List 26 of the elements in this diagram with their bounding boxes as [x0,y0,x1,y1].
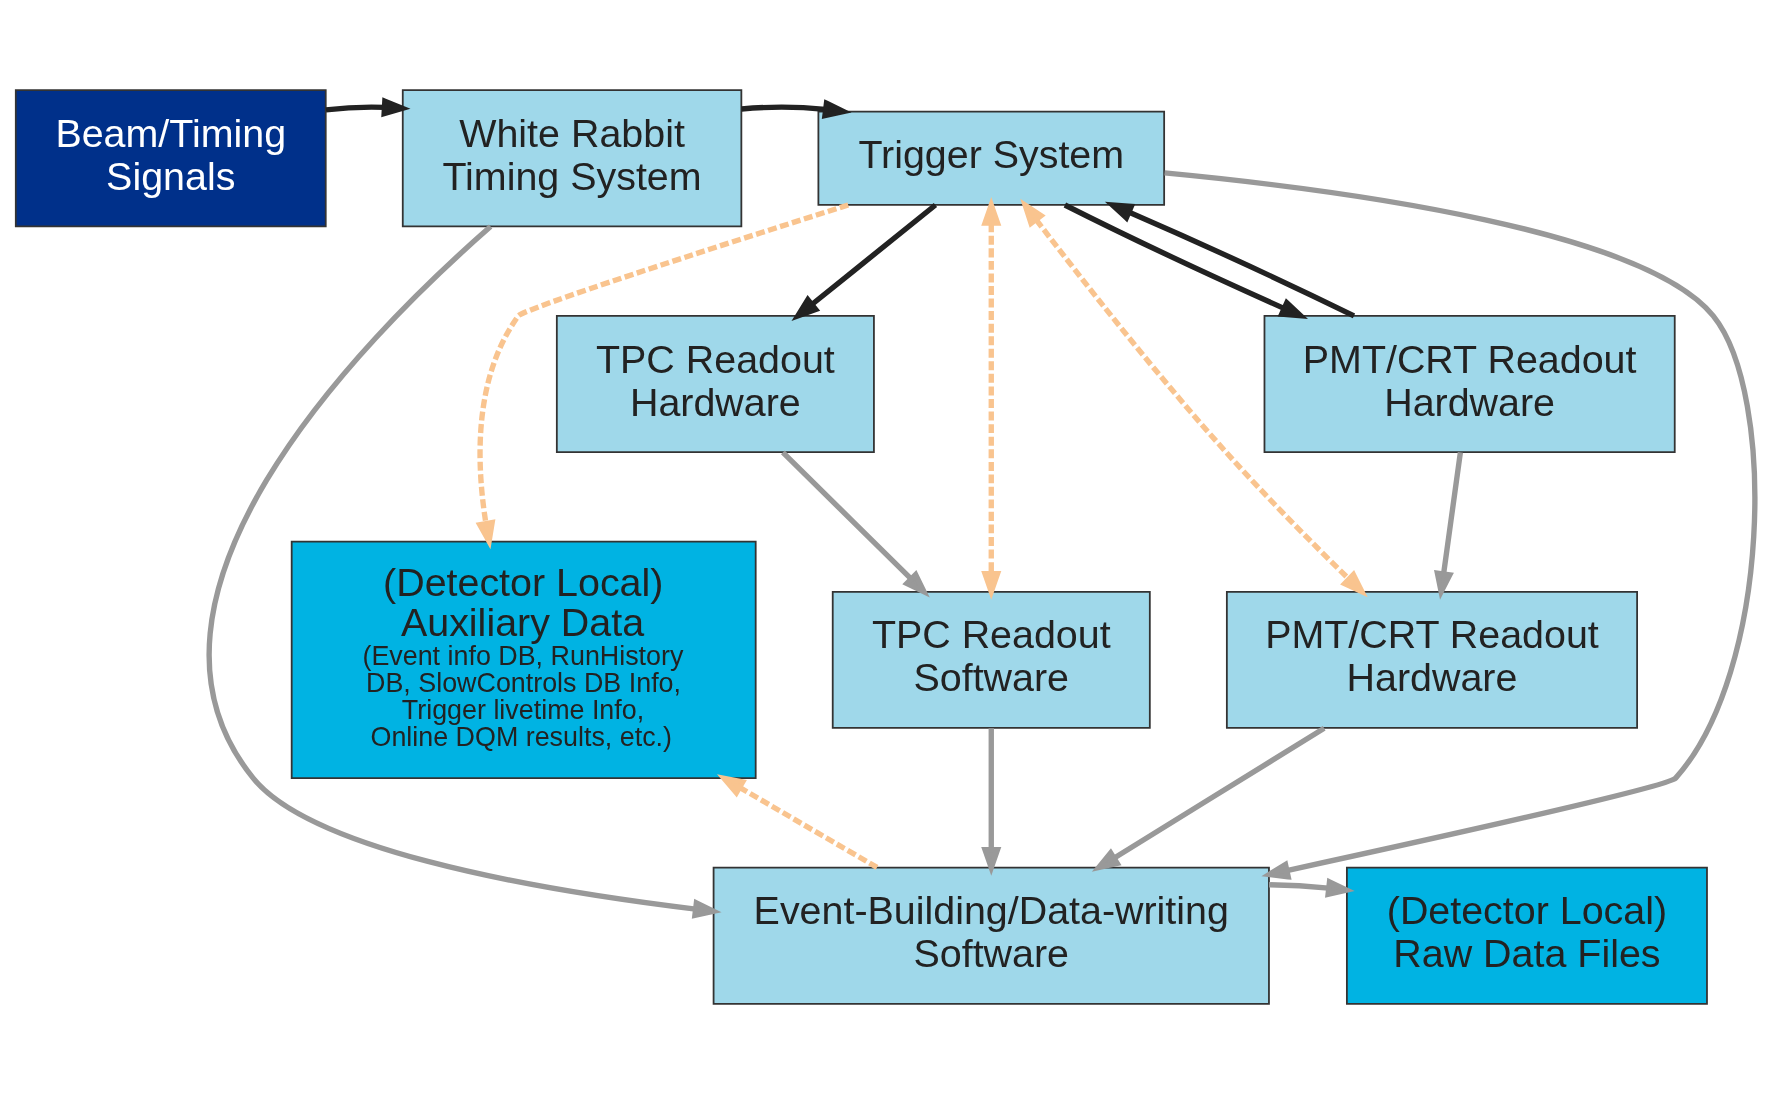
arrow [780,450,930,598]
arrow [1269,877,1355,898]
arrow [1020,198,1368,598]
node-box: PMT/CRT Readout Hardware [1263,315,1676,453]
node-box: (Detector Local) Auxiliary Data (Event info DB, RunHistory DB, SlowControls DB Info, Trigger livetime Info, Online DQM results, etc.) [290,540,757,779]
arrow [1063,202,1308,320]
node-box: White Rabbit Timing System [401,89,743,228]
arrow [741,99,852,120]
node-box: Event-Building/Data-writing Software [712,866,1270,1005]
arrow [1091,725,1326,872]
node-box: Beam/Timing Signals [14,89,327,228]
node-box: TPC Readout Hardware [555,315,875,453]
arrow [981,197,1002,600]
arrow [1164,170,1758,880]
node-box: (Detector Local) Raw Data Files [1346,866,1708,1005]
arrow [1434,452,1464,600]
arrow [717,774,879,870]
arrow [791,202,938,321]
arrow [325,97,411,118]
node-box: PMT/CRT Readout Hardware [1225,590,1638,729]
arrow [475,202,850,550]
arrow [207,224,722,919]
arrow [1104,201,1356,319]
arrow [981,728,1002,876]
node-box: TPC Readout Software [831,590,1151,729]
node-box: Trigger System [817,110,1166,206]
